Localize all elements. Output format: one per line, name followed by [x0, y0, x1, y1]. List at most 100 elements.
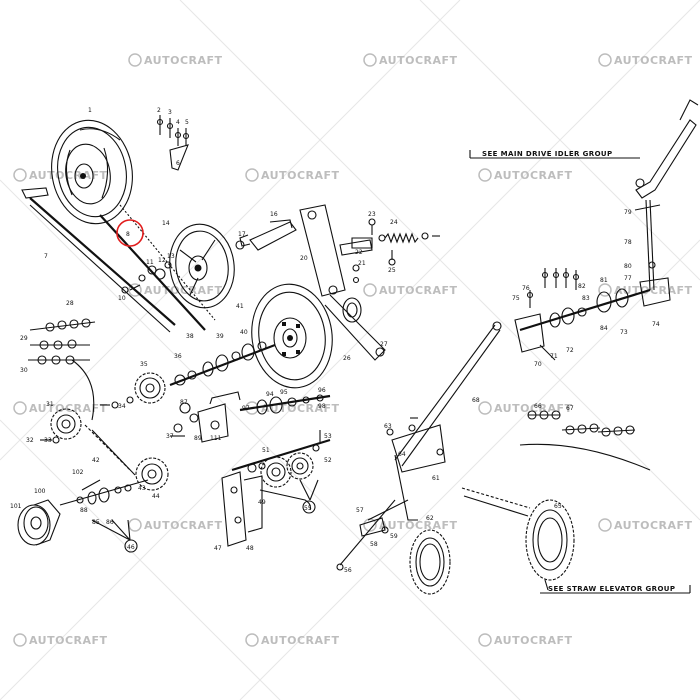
callout: 33	[44, 437, 52, 444]
svg-text:AUTOCRAFT: AUTOCRAFT	[614, 519, 693, 532]
spring-24	[378, 232, 440, 244]
svg-text:AUTOCRAFT: AUTOCRAFT	[144, 284, 223, 297]
watermark-logo: AUTOCRAFT	[598, 53, 692, 67]
chain-42	[84, 424, 136, 476]
callout: 64	[398, 451, 406, 458]
callout: 81	[600, 277, 608, 284]
shaft-70-74	[514, 288, 651, 361]
callout: 32	[26, 437, 34, 444]
callout: 30	[20, 367, 28, 374]
watermark-logo: AUTOCRAFT	[13, 401, 108, 415]
parts-21-25	[351, 218, 396, 284]
callout: 28	[66, 300, 74, 307]
callout-group-46	[91, 519, 138, 553]
small-parts-10-13	[121, 261, 172, 294]
shaft-row-49-55	[231, 430, 331, 511]
svg-text:AUTOCRAFT: AUTOCRAFT	[379, 284, 458, 297]
parts-37-39	[170, 402, 199, 437]
watermark-logo: AUTOCRAFT	[363, 518, 457, 532]
callout: 100	[34, 488, 46, 495]
chain-detail-66-68	[519, 410, 651, 471]
callout: 36	[174, 353, 182, 360]
callout: 102	[72, 469, 84, 476]
note-main-drive-idler: SEE MAIN DRIVE IDLER GROUP	[469, 150, 640, 159]
arm-assembly-16	[235, 219, 297, 251]
callout: 70	[534, 361, 542, 368]
svg-text:AUTOCRAFT: AUTOCRAFT	[29, 634, 108, 647]
callout: 24	[390, 219, 398, 226]
callout: 77	[624, 275, 632, 282]
svg-text:AUTOCRAFT: AUTOCRAFT	[614, 284, 693, 297]
plate-47-48	[221, 471, 263, 547]
callout: 98	[318, 403, 326, 410]
callout: 65	[554, 503, 562, 510]
callout: 44	[152, 493, 160, 500]
callout: 97	[242, 405, 250, 412]
callout: 7	[44, 253, 48, 260]
callout: 48	[246, 545, 254, 552]
callout: 88	[80, 507, 88, 514]
ring-26	[342, 297, 362, 323]
callout: 57	[356, 507, 364, 514]
note-straw-elevator: SEE STRAW ELEVATOR GROUP	[540, 585, 691, 594]
callout: 2	[157, 107, 161, 114]
callout: 52	[324, 457, 332, 464]
callout: 71	[550, 353, 558, 360]
callout: 76	[522, 285, 530, 292]
sprocket-52	[286, 452, 314, 480]
callout: 43	[138, 485, 146, 492]
callout: 40	[240, 329, 248, 336]
chain-detail-28-30	[28, 318, 96, 421]
pulley-14	[169, 223, 235, 309]
callout: 111	[210, 435, 222, 442]
watermark-logo: AUTOCRAFT	[245, 168, 340, 182]
callout: 29	[20, 335, 28, 342]
callout: 14	[162, 220, 170, 227]
callout: 62	[426, 515, 434, 522]
svg-text:AUTOCRAFT: AUTOCRAFT	[144, 519, 223, 532]
callout: 58	[370, 541, 378, 548]
parts-row-85-88	[59, 479, 149, 506]
svg-text:AUTOCRAFT: AUTOCRAFT	[494, 402, 573, 415]
sprocket-51	[260, 456, 292, 488]
callout: 4	[176, 119, 180, 126]
callout: 101	[10, 503, 22, 510]
callout: 66	[534, 403, 542, 410]
watermark-logo: AUTOCRAFT	[478, 168, 572, 182]
belt-assembly	[21, 187, 216, 333]
callout: 61	[432, 475, 440, 482]
svg-text:AUTOCRAFT: AUTOCRAFT	[261, 402, 340, 415]
svg-text:AUTOCRAFT: AUTOCRAFT	[29, 402, 108, 415]
sprocket-62	[409, 529, 451, 595]
callout: 41	[236, 303, 244, 310]
lever-arm-22	[299, 204, 386, 361]
callout: 13	[167, 253, 175, 260]
callout: 1	[88, 107, 92, 114]
shaft-bearing-row	[169, 341, 276, 387]
shaft-94-98	[239, 394, 331, 415]
watermark-logo: AUTOCRAFT	[13, 633, 108, 647]
highlight-label: 8	[126, 231, 130, 238]
callout: 67	[566, 405, 574, 412]
rod-68	[394, 321, 502, 467]
callout: 83	[582, 295, 590, 302]
callout: 11	[146, 259, 154, 266]
callout: 3	[168, 109, 172, 116]
callout: 27	[380, 341, 388, 348]
callout: 46	[127, 544, 135, 551]
lever-61	[367, 417, 446, 521]
callout: 87	[180, 399, 188, 406]
watermark-logo: AUTOCRAFT	[128, 283, 223, 297]
callout: 55	[304, 505, 312, 512]
svg-text:SEE STRAW ELEVATOR GROUP: SEE STRAW ELEVATOR GROUP	[548, 585, 675, 593]
callout: 86	[106, 519, 114, 526]
callout: 26	[343, 355, 351, 362]
callout: 79	[624, 209, 632, 216]
callout: 6	[176, 160, 180, 167]
callout: 53	[324, 433, 332, 440]
callout: 49	[258, 499, 266, 506]
highlight-part-8[interactable]: 8	[116, 219, 144, 247]
svg-text:AUTOCRAFT: AUTOCRAFT	[261, 169, 340, 182]
callout: 38	[186, 333, 194, 340]
